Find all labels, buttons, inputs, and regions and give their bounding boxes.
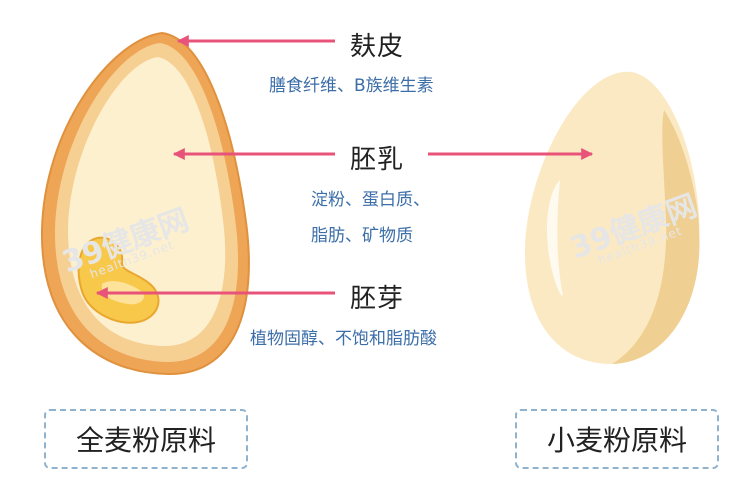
caption-wheat-text: 小麦粉原料 — [546, 424, 687, 457]
endosperm-label: 胚乳 — [350, 145, 405, 175]
refined-endosperm — [524, 71, 700, 364]
refined-highlight — [546, 180, 563, 296]
bran-description: 膳食纤维、B族维生素 — [269, 76, 434, 96]
caption-wheat: 小麦粉原料 — [515, 409, 719, 469]
refined-shade — [612, 110, 700, 364]
whole-wheat-kernel — [40, 31, 250, 376]
endosperm-description-line1: 淀粉、蛋白质、 — [311, 190, 430, 210]
endosperm-description-line2: 脂肪、矿物质 — [311, 226, 413, 246]
caption-whole-wheat-text: 全麦粉原料 — [75, 424, 216, 457]
caption-whole-wheat: 全麦粉原料 — [44, 409, 248, 469]
germ-description: 植物固醇、不饱和脂肪酸 — [250, 329, 437, 349]
germ-label: 胚芽 — [350, 284, 405, 314]
refined-wheat-kernel — [524, 71, 700, 364]
bran-label: 麸皮 — [350, 32, 405, 62]
